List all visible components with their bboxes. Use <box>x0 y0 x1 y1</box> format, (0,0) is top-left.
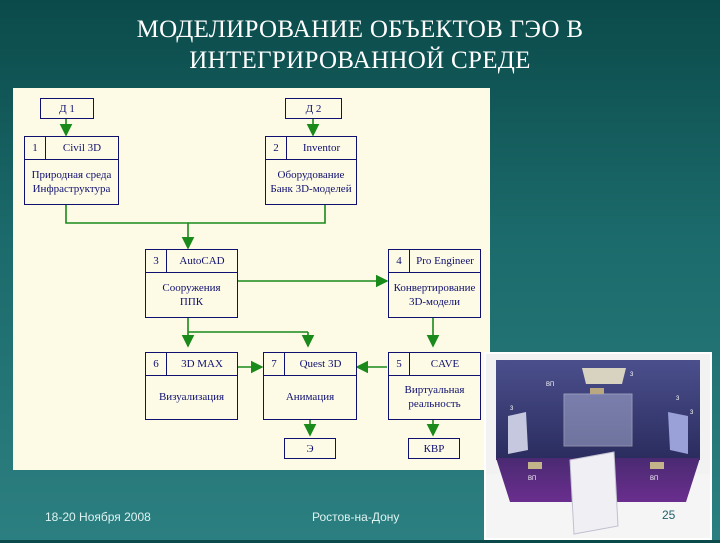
title-line-1: МОДЕЛИРОВАНИЕ ОБЪЕКТОВ ГЭО В <box>136 16 584 43</box>
block-desc-2: Инфраструктура <box>32 182 111 195</box>
label-vp-right: ВП <box>650 476 658 482</box>
block-quest3d: 7 Quest 3D Анимация <box>263 352 357 420</box>
page-number: 25 <box>662 508 676 522</box>
arrow-layer <box>59 118 440 437</box>
block-desc-2: реальность <box>408 398 461 410</box>
block-desc-1: Природная среда <box>31 168 112 181</box>
slide-title: МОДЕЛИРОВАНИЕ ОБЪЕКТОВ ГЭО В ИНТЕГРИРОВА… <box>0 14 720 76</box>
block-number: 5 <box>389 353 410 375</box>
cave-room-illustration: ВП 3 3 3 3 ВП ВП <box>484 352 712 540</box>
output-e-label: Э <box>306 442 314 455</box>
label-3-top: 3 <box>630 372 634 378</box>
block-number: 4 <box>389 250 410 272</box>
d2-label: Д 2 <box>305 102 322 115</box>
block-3dmax: 6 3D MAX Визуализация <box>145 352 238 420</box>
block-desc-1: Визуализация <box>158 391 225 403</box>
d1-box: Д 1 <box>40 98 94 119</box>
d2-box: Д 2 <box>285 98 342 119</box>
block-tool: 3D MAX <box>181 358 223 370</box>
block-desc-1: Виртуальная <box>404 384 465 396</box>
block-desc-1: Оборудование <box>277 168 345 181</box>
output-kvr-box: КВР <box>408 438 460 459</box>
label-vp-top: ВП <box>546 382 554 388</box>
block-desc-1: Конвертирование <box>393 281 476 294</box>
d1-label: Д 1 <box>59 102 75 115</box>
arrow-b1-to-b3 <box>65 205 195 250</box>
title-line-2: ИНТЕГРИРОВАННОЙ СРЕДЕ <box>189 47 531 74</box>
block-desc-1: Анимация <box>285 391 335 403</box>
output-e-box: Э <box>284 438 336 459</box>
block-tool: CAVE <box>430 358 460 370</box>
output-kvr-label: КВР <box>423 442 445 455</box>
block-tool: Quest 3D <box>299 358 342 370</box>
block-tool: Pro Engineer <box>416 255 474 267</box>
label-vp-left: ВП <box>528 476 536 482</box>
label-3-right-top: 3 <box>676 396 680 402</box>
footer-date: 18-20 Ноября 2008 <box>45 510 151 524</box>
label-3-right: 3 <box>690 410 694 416</box>
connector-b2-to-b3 <box>188 205 326 224</box>
block-number: 1 <box>25 137 46 159</box>
footer-city: Ростов-на-Дону <box>312 510 400 524</box>
block-number: 7 <box>264 353 285 375</box>
block-tool: Inventor <box>302 142 341 154</box>
cave-scene: ВП 3 3 3 3 ВП ВП <box>486 360 710 538</box>
block-desc-2: Банк 3D-моделей <box>270 182 352 195</box>
block-number: 6 <box>146 353 167 375</box>
block-desc-2: 3D-модели <box>408 295 461 308</box>
block-tool: Civil 3D <box>62 142 102 154</box>
block-desc-2: ППК <box>179 295 204 308</box>
block-number: 3 <box>146 250 167 272</box>
block-desc-1: Сооружения <box>162 281 221 294</box>
block-number: 2 <box>266 137 287 159</box>
label-3-left: 3 <box>510 406 514 412</box>
block-tool: AutoCAD <box>179 255 225 267</box>
block-cave: 5 CAVE Виртуальная реальность <box>388 352 481 420</box>
